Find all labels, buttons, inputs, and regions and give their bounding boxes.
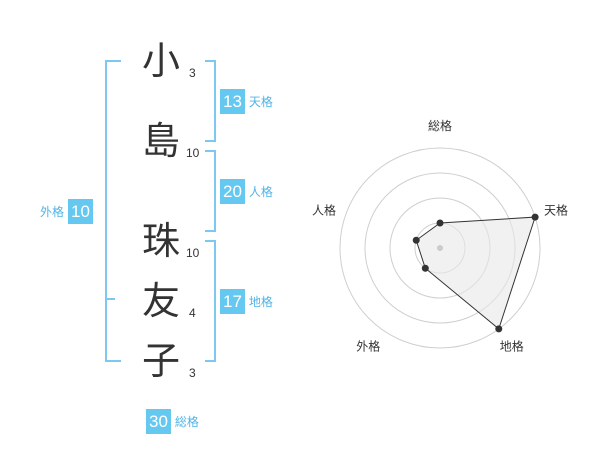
stroke-count-1: 3 xyxy=(189,66,196,80)
stroke-count-5: 3 xyxy=(189,366,196,380)
radar-axis-label-3: 地格 xyxy=(500,339,524,354)
tenkaku-bracket xyxy=(205,60,216,142)
gaikaku-label: 外格 xyxy=(40,205,65,219)
radar-axis-label-4: 外格 xyxy=(356,339,380,354)
tenkaku-label: 天格 xyxy=(248,95,273,109)
soukaku-value: 30 xyxy=(146,409,171,434)
radar-point-1 xyxy=(436,219,444,227)
gaikaku-bracket xyxy=(105,60,121,362)
soukaku-label: 総格 xyxy=(174,415,199,429)
radar-point-2 xyxy=(531,213,539,221)
tenkaku-badge: 13 天格 xyxy=(220,89,273,114)
gaikaku-value: 10 xyxy=(68,199,93,224)
soukaku-badge: 30 総格 xyxy=(146,409,199,434)
chikaku-bracket xyxy=(205,240,216,362)
jinkaku-value: 20 xyxy=(220,179,245,204)
name-char-2: 島 xyxy=(141,119,180,163)
radar-point-4 xyxy=(421,264,429,272)
stroke-count-4: 4 xyxy=(189,306,196,320)
name-char-5: 子 xyxy=(141,339,180,383)
jinkaku-bracket xyxy=(205,150,216,232)
stroke-count-2: 10 xyxy=(186,146,200,160)
radar-axis-label-5: 人格 xyxy=(312,202,336,217)
jinkaku-badge: 20 人格 xyxy=(220,179,273,204)
chikaku-badge: 17 地格 xyxy=(220,289,273,314)
radar-center-dot xyxy=(437,245,443,251)
name-char-4: 友 xyxy=(141,279,180,323)
name-char-1: 小 xyxy=(141,39,180,83)
tenkaku-value: 13 xyxy=(220,89,245,114)
chikaku-value: 17 xyxy=(220,289,245,314)
radar-axis-label-1: 総格 xyxy=(428,118,452,133)
stroke-count-3: 10 xyxy=(186,246,200,260)
name-char-3: 珠 xyxy=(141,219,180,263)
jinkaku-label: 人格 xyxy=(248,185,273,199)
chikaku-label: 地格 xyxy=(248,295,273,309)
radar-ring-4 xyxy=(339,147,541,349)
gaikaku-badge: 外格 10 xyxy=(40,199,93,224)
radar-axis-label-2: 天格 xyxy=(544,202,568,217)
gaikaku-bracket-tick xyxy=(105,298,115,300)
radar-point-5 xyxy=(412,236,420,244)
radar-data-polygon xyxy=(415,216,536,330)
radar-point-3 xyxy=(495,325,503,333)
